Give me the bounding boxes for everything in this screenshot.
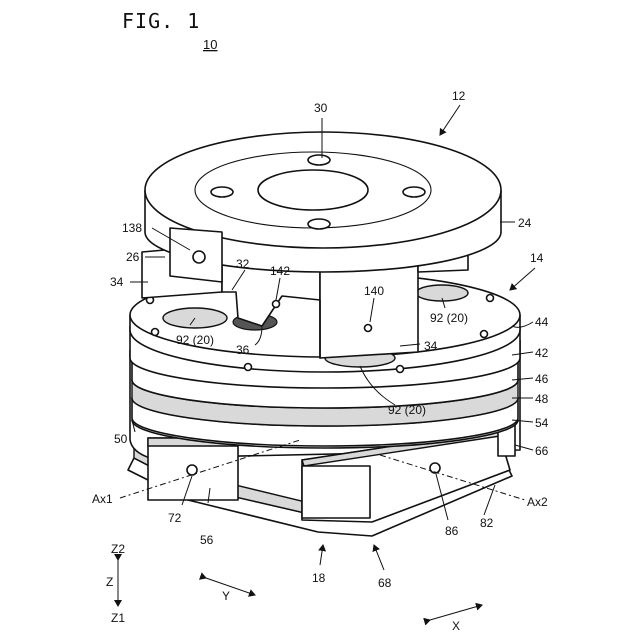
label-34b: 34 [424, 339, 438, 353]
label-66: 66 [535, 444, 549, 458]
label-140: 140 [364, 284, 384, 298]
axis-labels: Z2 Z Z1 Y X [106, 542, 460, 633]
label-86: 86 [445, 524, 459, 538]
label-54: 54 [535, 416, 549, 430]
label-82: 82 [480, 516, 494, 530]
direction-arrows [118, 560, 482, 620]
axis-x: X [452, 619, 460, 633]
label-44: 44 [535, 315, 549, 329]
label-14: 14 [530, 251, 544, 265]
label-26: 26 [126, 250, 140, 264]
label-142: 142 [270, 264, 290, 278]
label-24: 24 [518, 216, 532, 230]
axis-z2: Z2 [111, 542, 125, 556]
figure-reference-number: 10 [203, 37, 217, 52]
label-56: 56 [200, 533, 214, 547]
axis-z: Z [106, 575, 113, 589]
top-disc [145, 132, 501, 282]
label-68: 68 [378, 576, 392, 590]
label-34a: 34 [110, 275, 124, 289]
axis-z1: Z1 [111, 611, 125, 625]
axis-y: Y [222, 589, 230, 603]
label-138: 138 [122, 221, 142, 235]
label-ax1: Ax1 [92, 492, 113, 506]
label-46: 46 [535, 372, 549, 386]
label-92b: 92 (20) [430, 311, 468, 325]
label-48: 48 [535, 392, 549, 406]
label-92c: 92 (20) [388, 403, 426, 417]
label-12: 12 [452, 89, 466, 103]
label-18: 18 [312, 571, 326, 585]
label-50: 50 [114, 432, 128, 446]
label-72: 72 [168, 511, 182, 525]
label-92a: 92 (20) [176, 333, 214, 347]
label-ax2: Ax2 [527, 495, 548, 509]
figure-title: FIG. 1 [122, 9, 200, 33]
label-30: 30 [314, 101, 328, 115]
label-42: 42 [535, 346, 549, 360]
label-36: 36 [236, 343, 250, 357]
label-32: 32 [236, 257, 250, 271]
